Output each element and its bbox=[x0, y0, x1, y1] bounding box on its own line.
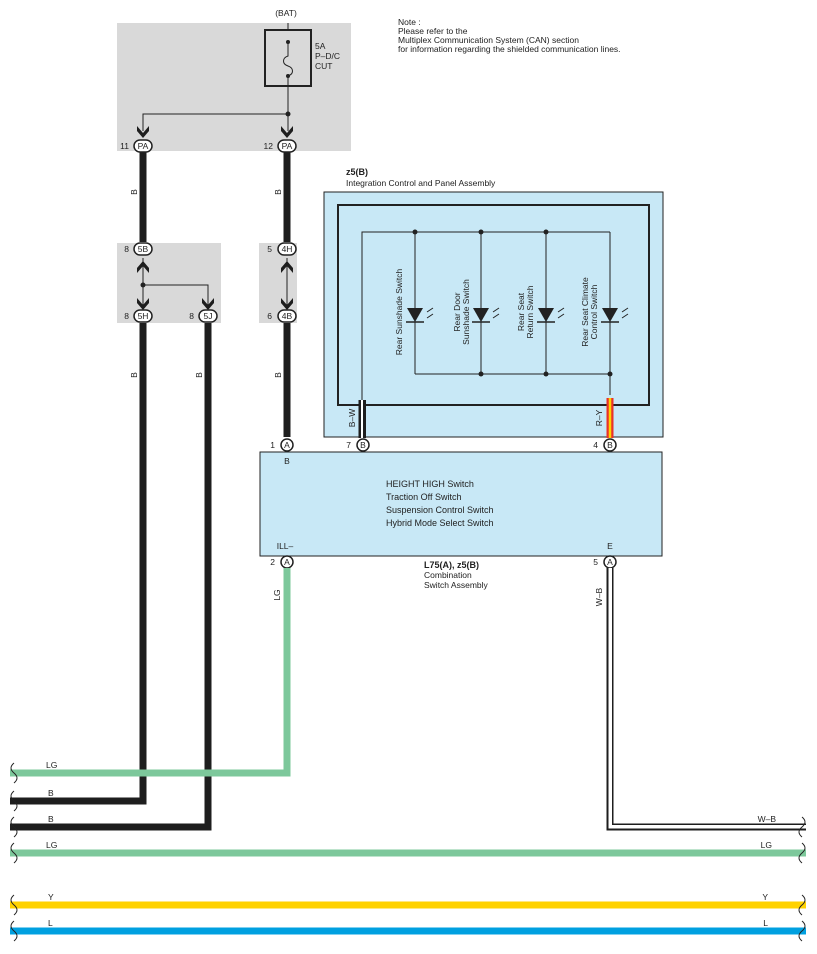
wire-label-wb-a5: W–B bbox=[594, 587, 604, 606]
fuse-name-1: P–D/C bbox=[315, 51, 340, 61]
note: Note : Please refer to the Multiplex Com… bbox=[398, 18, 698, 54]
wire-label-b-pa11: B bbox=[129, 189, 139, 195]
pin-label-b: B bbox=[284, 456, 290, 466]
switch-label-rear-seat-climate-2: Control Switch bbox=[589, 284, 599, 339]
connector-b7-code: B bbox=[360, 440, 366, 450]
wire-label-b-5j: B bbox=[194, 372, 204, 378]
function-height-high: HEIGHT HIGH Switch bbox=[386, 479, 474, 489]
connector-pa-11: PA 11 bbox=[120, 139, 153, 153]
bus-label-y-left: Y bbox=[48, 892, 54, 902]
connector-a5: A 5 bbox=[593, 555, 617, 569]
pin-label-e: E bbox=[607, 541, 613, 551]
connector-b4-pin: 4 bbox=[593, 440, 598, 450]
wire-label-b-5h: B bbox=[129, 372, 139, 378]
connector-4h-code: 4H bbox=[282, 244, 293, 254]
bus-label-b-left-2: B bbox=[48, 814, 54, 824]
integration-inner-frame bbox=[337, 204, 650, 406]
fuse-name-2: CUT bbox=[315, 61, 332, 71]
function-suspension-control: Suspension Control Switch bbox=[386, 505, 494, 515]
bus-label-lg-left-1: LG bbox=[46, 760, 57, 770]
bus-label-lg-left-2: LG bbox=[46, 840, 57, 850]
wire-b-5h bbox=[10, 323, 147, 805]
connector-pa-12-pin: 12 bbox=[264, 141, 274, 151]
switch-label-rear-sunshade: Rear Sunshade Switch bbox=[394, 268, 404, 355]
connector-pa-12-code: PA bbox=[282, 141, 293, 151]
connector-pa-11-pin: 11 bbox=[120, 141, 129, 151]
combination-switch-assembly bbox=[259, 451, 663, 557]
wire-label-bw: B–W bbox=[347, 409, 357, 427]
fuse-rating: 5A bbox=[315, 41, 326, 51]
bus-label-l-left: L bbox=[48, 918, 53, 928]
bus-label-lg-right: LG bbox=[761, 840, 772, 850]
bus-label-y-right: Y bbox=[762, 892, 768, 902]
connector-5b-pin: 8 bbox=[124, 244, 129, 254]
connector-5h-code: 5H bbox=[138, 311, 149, 321]
switch-label-rear-door-2: Sunshade Switch bbox=[461, 279, 471, 345]
connector-a1-code: A bbox=[284, 440, 290, 450]
note-line-1: Please refer to the bbox=[398, 26, 468, 36]
fuse-source-label: (BAT) bbox=[275, 8, 297, 18]
led-icon bbox=[472, 307, 500, 323]
integration-name: Integration Control and Panel Assembly bbox=[346, 178, 496, 188]
connector-pa-12: PA 12 bbox=[264, 139, 297, 153]
integration-id: z5(B) bbox=[346, 167, 368, 177]
wire-lg-a2 bbox=[10, 568, 291, 777]
connector-a5-code: A bbox=[607, 557, 613, 567]
note-line-2: Multiplex Communication System (CAN) sec… bbox=[398, 35, 579, 45]
connector-b7-pin: 7 bbox=[346, 440, 351, 450]
connector-5j: 5J 8 bbox=[189, 309, 218, 323]
function-traction-off: Traction Off Switch bbox=[386, 492, 462, 502]
combination-name-2: Switch Assembly bbox=[424, 580, 489, 590]
connector-4b-code: 4B bbox=[282, 311, 293, 321]
wire-b-5j bbox=[10, 323, 212, 831]
connector-a2-code: A bbox=[284, 557, 290, 567]
wire-label-b-pa12: B bbox=[273, 189, 283, 195]
connector-5j-code: 5J bbox=[204, 311, 213, 321]
wire-label-b-4b: B bbox=[273, 372, 283, 378]
led-icon bbox=[406, 307, 434, 323]
switch-label-rear-seat-climate-1: Rear Seat Climate bbox=[580, 277, 590, 347]
connector-4h-pin: 5 bbox=[267, 244, 272, 254]
connector-5b: 5B 8 bbox=[124, 242, 153, 256]
bus-label-b-left-1: B bbox=[48, 788, 54, 798]
connector-a5-pin: 5 bbox=[593, 557, 598, 567]
note-line-3: for information regarding the shielded c… bbox=[398, 44, 621, 54]
connector-4b-pin: 6 bbox=[267, 311, 272, 321]
connector-5j-pin: 8 bbox=[189, 311, 194, 321]
connector-4b: 4B 6 bbox=[267, 309, 297, 323]
switch-label-rear-seat-return-2: Return Switch bbox=[525, 285, 535, 338]
connector-a2: A 2 bbox=[270, 555, 294, 569]
wire-label-ry: R–Y bbox=[594, 409, 604, 426]
connector-5b-code: 5B bbox=[138, 244, 149, 254]
connector-b4-code: B bbox=[607, 440, 613, 450]
wire-wb-a5 bbox=[606, 568, 806, 831]
connector-a2-pin: 2 bbox=[270, 557, 275, 567]
bus-label-l-right: L bbox=[763, 918, 768, 928]
combination-name-1: Combination bbox=[424, 570, 472, 580]
led-icon bbox=[601, 307, 629, 323]
connector-a1-pin: 1 bbox=[270, 440, 275, 450]
function-hybrid-mode: Hybrid Mode Select Switch bbox=[386, 518, 494, 528]
switch-label-rear-door-1: Rear Door bbox=[452, 292, 462, 331]
connector-a1: A 1 bbox=[270, 438, 294, 452]
wire-bw bbox=[358, 400, 366, 438]
continuation-marks bbox=[10, 762, 806, 942]
pin-label-ill: ILL– bbox=[277, 541, 294, 551]
combination-id: L75(A), z5(B) bbox=[424, 560, 479, 570]
wire-label-lg-a2: LG bbox=[272, 589, 282, 600]
connector-b4: B 4 bbox=[593, 438, 617, 452]
note-heading: Note : bbox=[398, 17, 421, 27]
connector-5h-pin: 8 bbox=[124, 311, 129, 321]
switch-label-rear-seat-return-1: Rear Seat bbox=[516, 292, 526, 331]
connector-pa-11-code: PA bbox=[138, 141, 149, 151]
led-icon bbox=[537, 307, 565, 323]
connector-4h: 4H 5 bbox=[267, 242, 297, 256]
connector-5h: 5H 8 bbox=[124, 309, 153, 323]
connector-b7: B 7 bbox=[346, 438, 370, 452]
bus-label-wb-right: W–B bbox=[758, 814, 777, 824]
